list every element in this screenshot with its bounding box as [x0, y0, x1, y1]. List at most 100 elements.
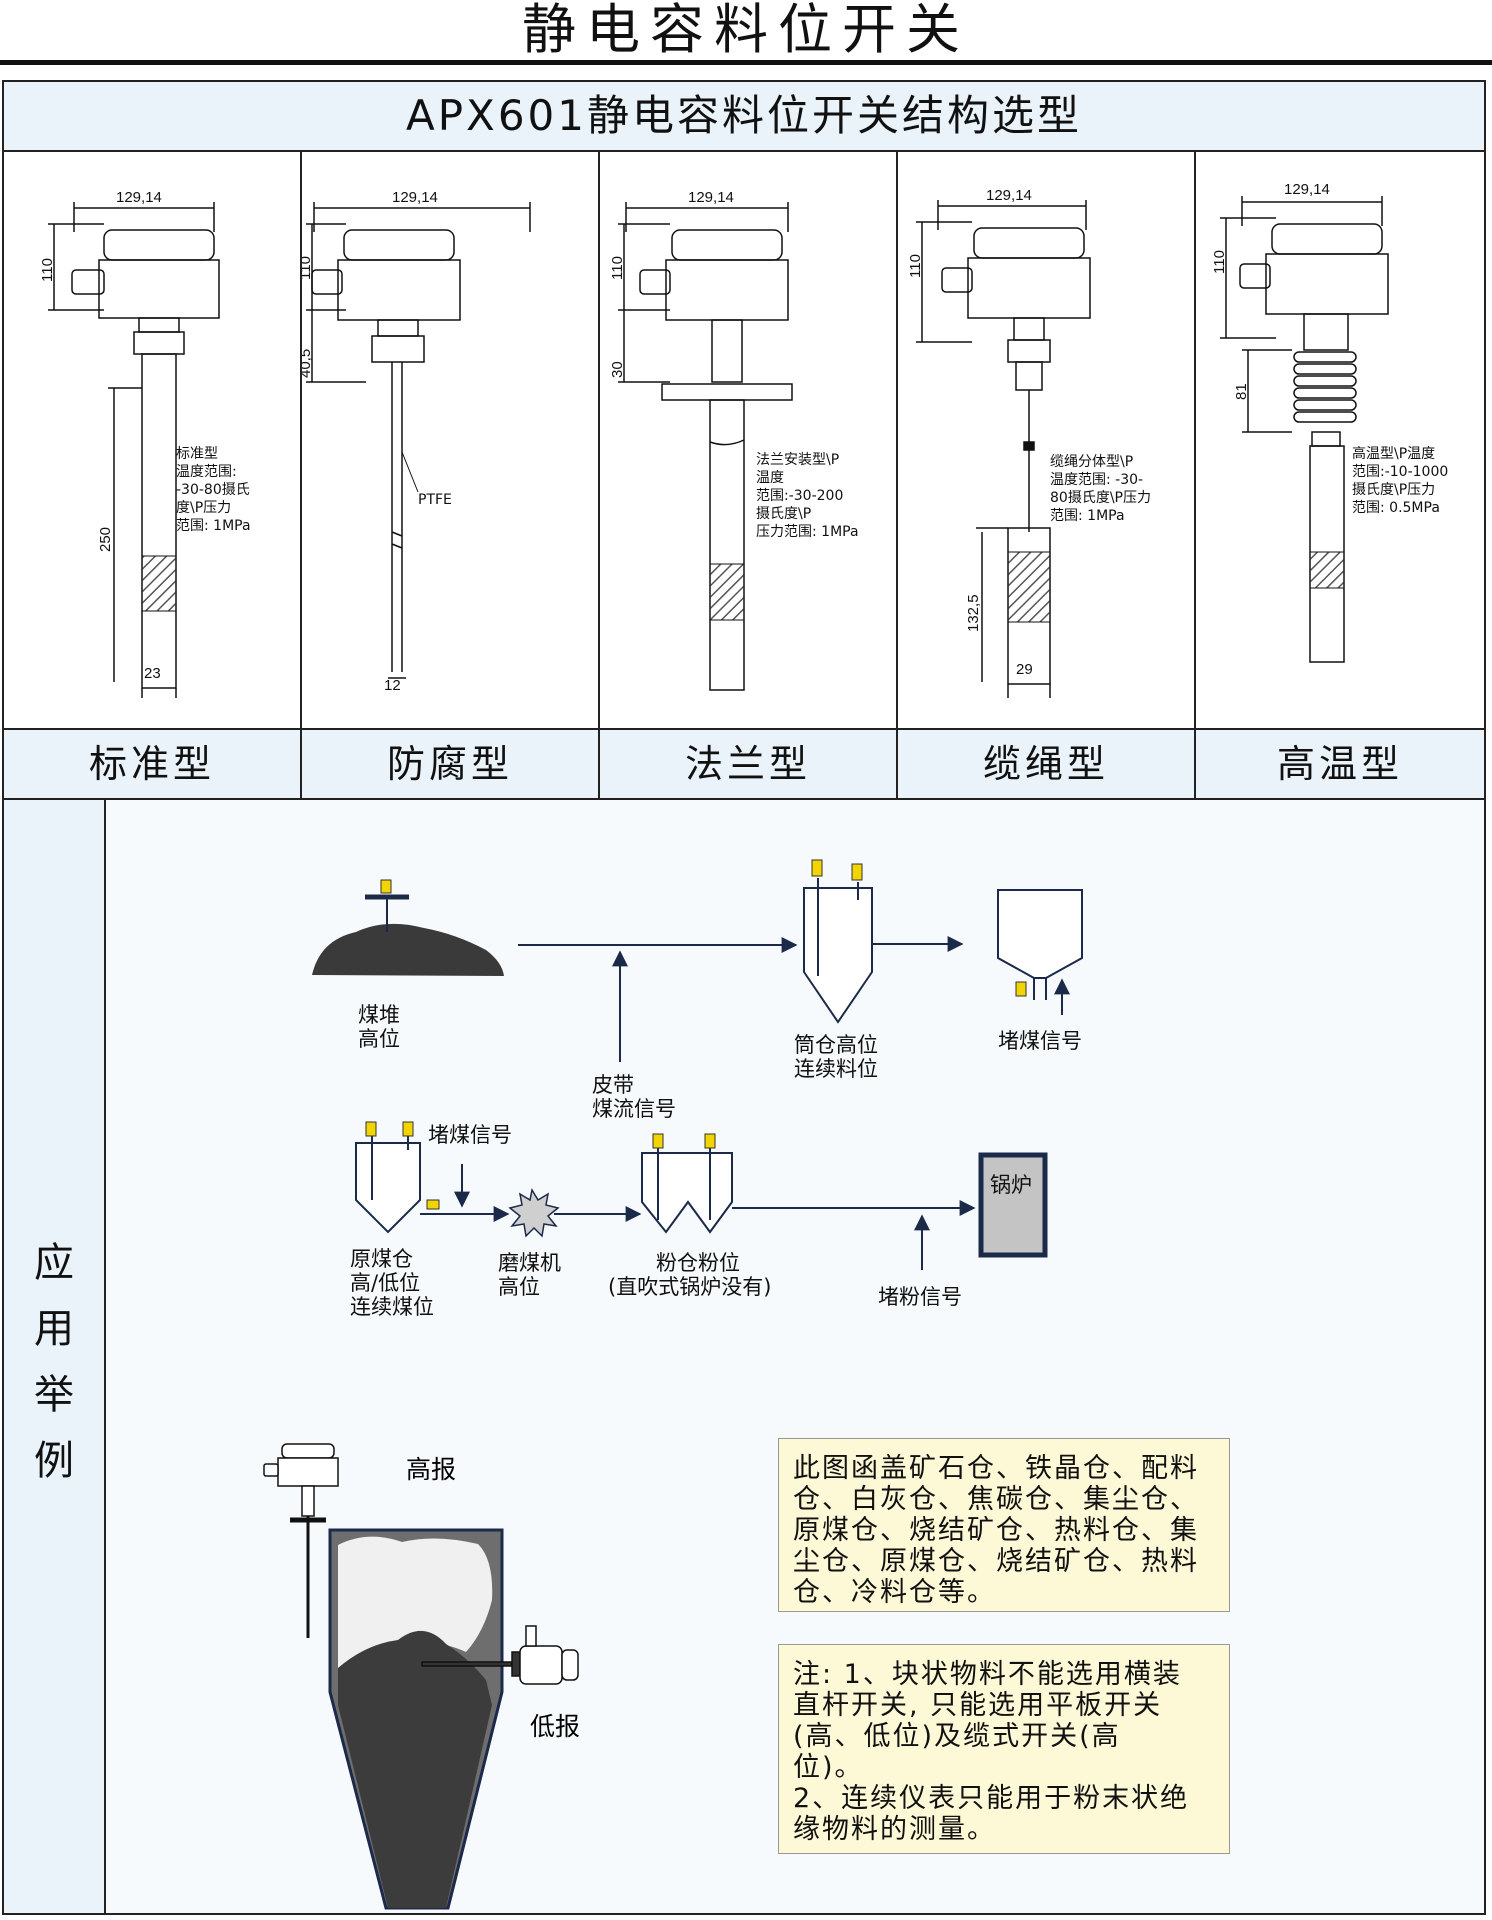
dim-width: 129,14: [392, 189, 438, 206]
title-underline: [0, 60, 1492, 65]
type-label-hightemp: 高温型: [1196, 730, 1484, 798]
dim-rod-diameter: 12: [384, 677, 401, 694]
powder-bin-label: 粉仓粉位: [656, 1251, 740, 1275]
dim-probe-length: 132,5: [965, 594, 982, 632]
silo-illustration: [328, 1528, 504, 1910]
powder-bin-label: (直吹式锅炉没有): [608, 1275, 771, 1299]
model-cell-cable: 129,14 110 132,5 29 缆绳分体型\P 温度范围: -30- 8…: [898, 152, 1196, 728]
boiler-label: 锅炉: [990, 1173, 1032, 1197]
dim-probe-length: 250: [97, 527, 114, 552]
desc-line: 摄氏度\P压力: [1352, 482, 1435, 498]
mill-label: 磨煤机: [498, 1251, 561, 1275]
document-frame: [2, 80, 1486, 1915]
silo-label: 筒仓高位: [794, 1033, 878, 1057]
type-label-standard: 标准型: [4, 730, 302, 798]
dim-probe-diameter: 23: [144, 665, 161, 682]
type-label-anticorrosion: 防腐型: [302, 730, 600, 798]
hightemp-drawing: 129,14 110 81 高温型\P温度 范围:-10-1000 摄氏度\P压…: [1211, 181, 1448, 663]
model-cell-hightemp: 129,14 110 81 高温型\P温度 范围:-10-1000 摄氏度\P压…: [1196, 152, 1484, 728]
note-line: 此图函盖矿石仓、铁晶仓、配料: [793, 1453, 1199, 1484]
dim-head-height: 110: [1211, 250, 1228, 274]
anticorrosion-drawing: 129,14 110 40,5 12 PTFE: [302, 189, 531, 694]
note-line: 仓、冷料仓等。: [793, 1577, 996, 1608]
high-level-switch: [263, 1443, 339, 1638]
silo-1: [803, 878, 873, 1024]
desc-line: 温度范围: -30-: [1050, 471, 1143, 488]
desc-line: 温度范围:: [176, 463, 237, 480]
note-line: 缘物料的测量。: [793, 1814, 996, 1845]
material-label: PTFE: [418, 492, 452, 508]
side-char: 举: [34, 1372, 74, 1418]
application-main-panel: 煤堆 高位 皮带 煤流信号 筒仓高位 连续料位 堵煤信号 锅炉 堵煤信号 原煤仓…: [106, 800, 1484, 1913]
desc-line: -30-80摄氏: [176, 482, 250, 498]
structure-header: APX601静电容料位开关结构选型: [4, 82, 1484, 152]
raw-coal-bin: [355, 1136, 421, 1234]
desc-line: 温度: [756, 470, 784, 486]
desc-line: 范围: 1MPa: [176, 517, 251, 534]
dim-neck-height: 40,5: [302, 349, 314, 378]
blockage-label: 堵煤信号: [998, 1029, 1082, 1053]
desc-line: 范围:-10-1000: [1352, 463, 1448, 480]
dim-probe-diameter: 29: [1016, 661, 1033, 678]
note-line: 注: 1、块状物料不能选用横装: [793, 1659, 1182, 1690]
dim-width: 129,14: [1284, 181, 1330, 198]
coverage-note: 此图函盖矿石仓、铁晶仓、配料 仓、白灰仓、焦碳仓、集尘仓、 原煤仓、烧结矿仓、热…: [778, 1438, 1230, 1612]
desc-line: 缆绳分体型\P: [1050, 454, 1133, 470]
cable-drawing: 129,14 110 132,5 29 缆绳分体型\P 温度范围: -30- 8…: [907, 187, 1151, 698]
desc-line: 范围: 1MPa: [1050, 507, 1125, 524]
desc-line: 范围:-30-200: [756, 487, 843, 504]
low-alarm-label: 低报: [530, 1712, 580, 1741]
flange-drawing: 129,14 110 30 法兰安装型\P 温度 范围:-30-200 摄氏度\…: [609, 189, 859, 691]
raw-coal-label: 原煤仓: [350, 1247, 413, 1271]
note-line: 位)。: [793, 1752, 864, 1783]
side-char: 应: [34, 1240, 74, 1286]
dim-head-height: 110: [39, 258, 56, 282]
type-label-cable: 缆绳型: [898, 730, 1196, 798]
note-line: 直杆开关, 只能选用平板开关: [793, 1690, 1163, 1721]
mill-label: 高位: [498, 1275, 540, 1299]
mill-icon: [508, 1187, 560, 1238]
powder-bin: [641, 1140, 733, 1234]
blockage-label: 堵煤信号: [428, 1123, 512, 1147]
side-char: 用: [34, 1306, 74, 1352]
desc-line: 范围: 0.5MPa: [1352, 499, 1440, 516]
raw-coal-label: 连续煤位: [350, 1295, 434, 1319]
coal-pile-label: 高位: [358, 1027, 400, 1051]
dim-head-height: 110: [609, 256, 626, 280]
model-cell-anticorrosion: 129,14 110 40,5 12 PTFE: [302, 152, 600, 728]
dim-fin-height: 81: [1233, 383, 1250, 400]
page-title: 静电容料位开关: [522, 0, 970, 61]
standard-drawing: 129,14 110 250 23 标准型 温度范围: -30-80摄氏 度\P…: [39, 189, 251, 698]
powder-block-label: 堵粉信号: [878, 1285, 962, 1309]
desc-line: 标准型: [176, 446, 218, 462]
dim-width: 129,14: [116, 189, 162, 206]
coal-pile: [312, 879, 504, 976]
boiler-box: [978, 1152, 1048, 1258]
selection-note: 注: 1、块状物料不能选用横装 直杆开关, 只能选用平板开关 (高、低位)及缆式…: [778, 1644, 1230, 1854]
note-line: 原煤仓、烧结矿仓、热料仓、集: [793, 1515, 1199, 1546]
desc-line: 压力范围: 1MPa: [756, 523, 859, 540]
hopper: [997, 889, 1083, 1000]
model-cell-flange: 129,14 110 30 法兰安装型\P 温度 范围:-30-200 摄氏度\…: [600, 152, 898, 728]
desc-line: 80摄氏度\P压力: [1050, 490, 1151, 506]
type-label-flange: 法兰型: [600, 730, 898, 798]
silo-label: 连续料位: [794, 1057, 878, 1081]
divider: [4, 728, 1484, 730]
desc-line: 高温型\P温度: [1352, 445, 1435, 462]
dim-neck-height: 30: [609, 361, 626, 378]
belt-label: 皮带: [592, 1073, 634, 1097]
divider: [4, 798, 1484, 800]
low-level-switch: [421, 1625, 579, 1685]
note-line: (高、低位)及缆式开关(高: [793, 1721, 1121, 1752]
dim-width: 129,14: [688, 189, 734, 206]
desc-line: 法兰安装型\P: [756, 452, 839, 468]
desc-line: 摄氏度\P: [756, 506, 811, 522]
application-diagram: 煤堆 高位 皮带 煤流信号 筒仓高位 连续料位 堵煤信号 锅炉 堵煤信号 原煤仓…: [263, 859, 1083, 1910]
note-line: 2、连续仪表只能用于粉末状绝: [793, 1783, 1190, 1814]
note-line: 尘仓、原煤仓、烧结矿仓、热料: [793, 1546, 1199, 1577]
note-line: 仓、白灰仓、焦碳仓、集尘仓、: [793, 1484, 1199, 1515]
model-cell-standard: 129,14 110 250 23 标准型 温度范围: -30-80摄氏 度\P…: [4, 152, 302, 728]
side-char: 例: [34, 1438, 74, 1484]
coal-pile-label: 煤堆: [358, 1003, 400, 1027]
dim-width: 129,14: [986, 187, 1032, 204]
